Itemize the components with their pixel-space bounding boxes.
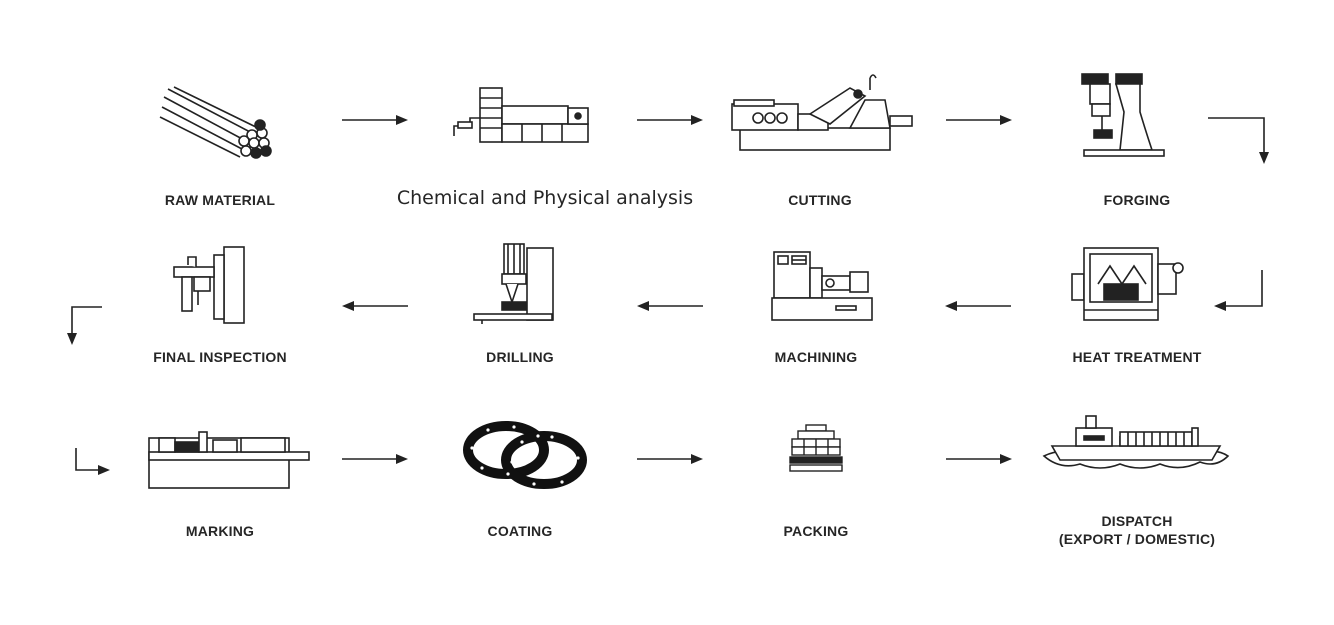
label-chemical-physical-analysis: Chemical and Physical analysis: [396, 187, 694, 209]
label-packing: PACKING: [783, 523, 849, 539]
arrow-right-1: [342, 115, 408, 125]
marking-machine-icon: [148, 431, 310, 489]
arrow-right-5: [637, 454, 703, 464]
arrow-corner-down-right-2: [75, 448, 110, 475]
arrow-corner-left-down: [67, 306, 102, 345]
label-machining: MACHINING: [774, 349, 858, 365]
arrow-left-3: [342, 301, 408, 311]
label-final-inspection: FINAL INSPECTION: [153, 349, 287, 365]
coated-rings-icon: [463, 421, 587, 489]
label-raw-material: RAW MATERIAL: [164, 192, 276, 208]
arrow-left-2: [637, 301, 703, 311]
arrow-corner-up-left: [1214, 270, 1263, 311]
label-marking: MARKING: [185, 523, 255, 539]
lathe-icon: [771, 251, 873, 321]
label-heat-treatment: HEAT TREATMENT: [1072, 349, 1202, 365]
label-coating: COATING: [487, 523, 553, 539]
label-dispatch-line2: (EXPORT / DOMESTIC): [1058, 531, 1216, 547]
forging-press-icon: [1081, 73, 1165, 157]
label-dispatch: DISPATCH (EXPORT / DOMESTIC): [1017, 512, 1257, 548]
pallet-boxes-icon: [789, 424, 843, 472]
caliper-inspection-icon: [173, 246, 245, 324]
cargo-ship-icon: [1042, 415, 1230, 469]
arrow-right-6: [946, 454, 1012, 464]
arrow-left-1: [945, 301, 1011, 311]
cutting-machine-icon: [731, 74, 913, 151]
label-drilling: DRILLING: [486, 349, 554, 365]
arrow-right-4: [342, 454, 408, 464]
furnace-icon: [1071, 247, 1184, 321]
spectrometer-lab-icon: [453, 87, 589, 143]
label-cutting: CUTTING: [788, 192, 852, 208]
label-forging: FORGING: [1103, 192, 1171, 208]
arrow-corner-down-right: [1208, 117, 1269, 164]
drill-press-icon: [473, 243, 554, 324]
arrow-right-3: [946, 115, 1012, 125]
label-dispatch-line1: DISPATCH: [1101, 513, 1173, 529]
arrow-right-2: [637, 115, 703, 125]
bundle-of-bars-icon: [159, 86, 272, 159]
